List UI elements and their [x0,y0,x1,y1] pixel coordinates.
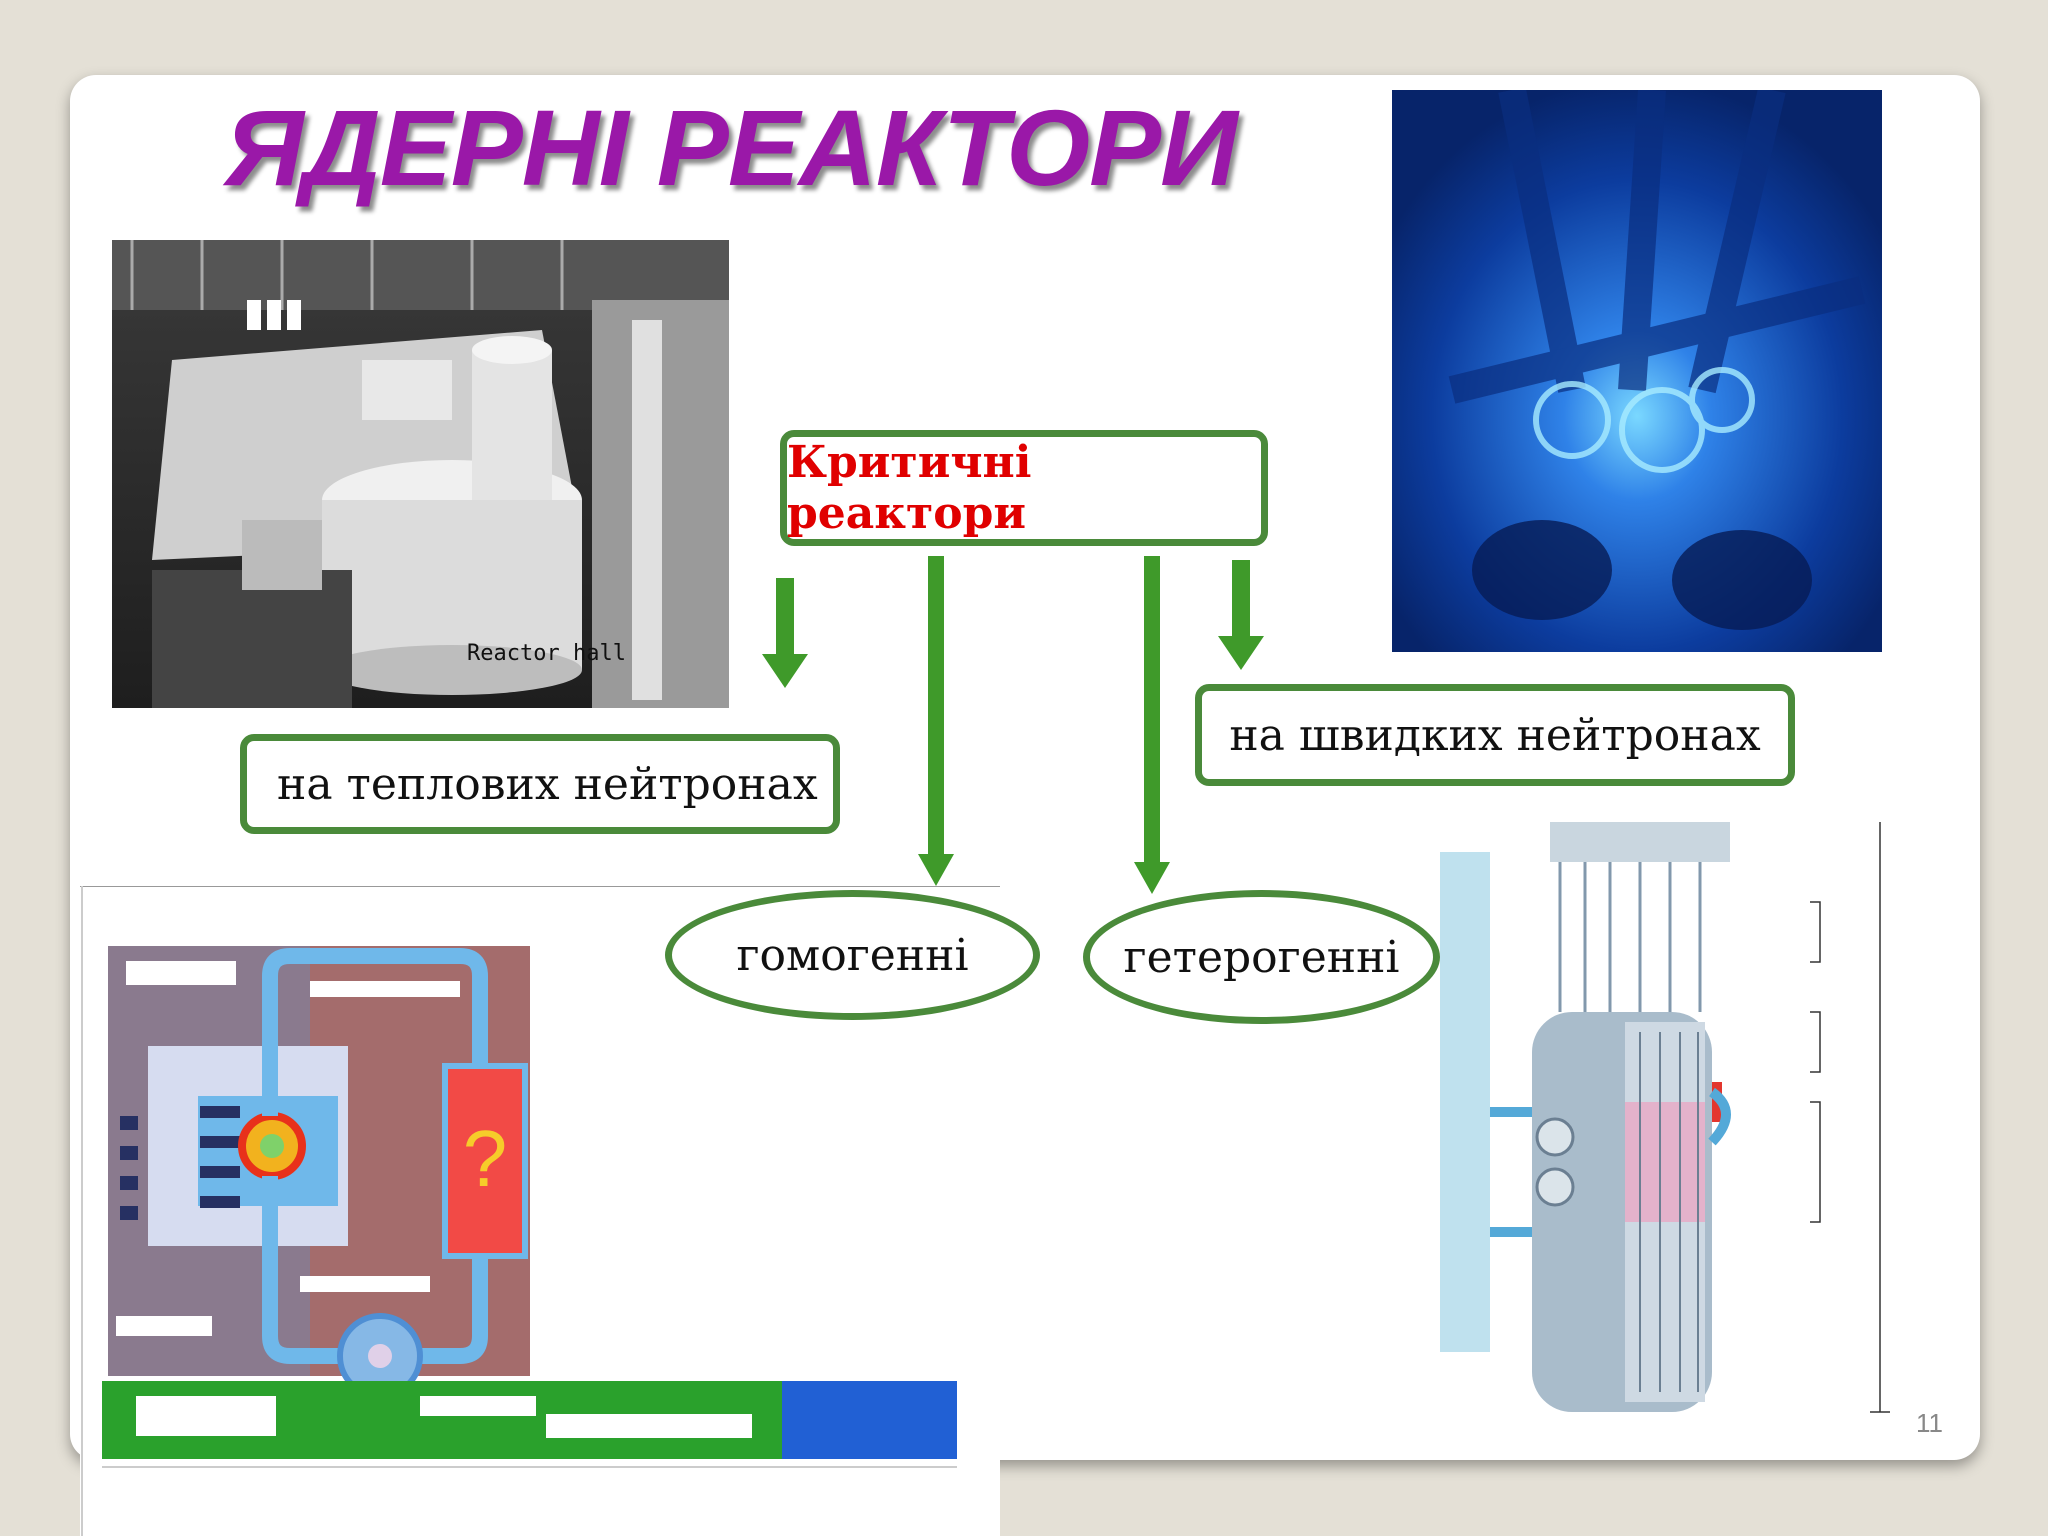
critical-reactors-label: Критичні реактори [787,437,1032,539]
reactor-core-photo [1392,90,1882,652]
arrow-to-heterogeneous [1134,556,1170,894]
reactor-hall-photo: Reactor hall [112,240,729,708]
reactor-hall-caption: Reactor hall [467,641,626,666]
critical-reactors-box: Критичні реактори [780,430,1268,546]
thermal-neutrons-box: на теплових нейтронах [240,734,840,834]
arrow-to-thermal [762,578,808,688]
homogeneous-ellipse: гомогенні [665,890,1040,1020]
heterogeneous-ellipse: гетерогенні [1083,890,1440,1024]
question-mark: ? [463,1114,508,1203]
heterogeneous-label: гетерогенні [1123,931,1400,983]
arrow-to-fast [1218,560,1264,670]
arrow-to-homogeneous [918,556,954,886]
page-number: 11 [1916,1408,1943,1438]
homogeneous-label: гомогенні [736,929,969,981]
reactor-cycle-schematic: ? [80,886,1000,1536]
reactor-vessel-drawing [1440,822,1890,1413]
fast-neutrons-box: на швидких нейтронах [1195,684,1795,786]
fast-neutrons-label: на швидких нейтронах [1229,709,1761,761]
slide-title: ЯДЕРНІ РЕАКТОРИ [225,87,1238,208]
thermal-neutrons-label: на теплових нейтронах [277,758,818,810]
